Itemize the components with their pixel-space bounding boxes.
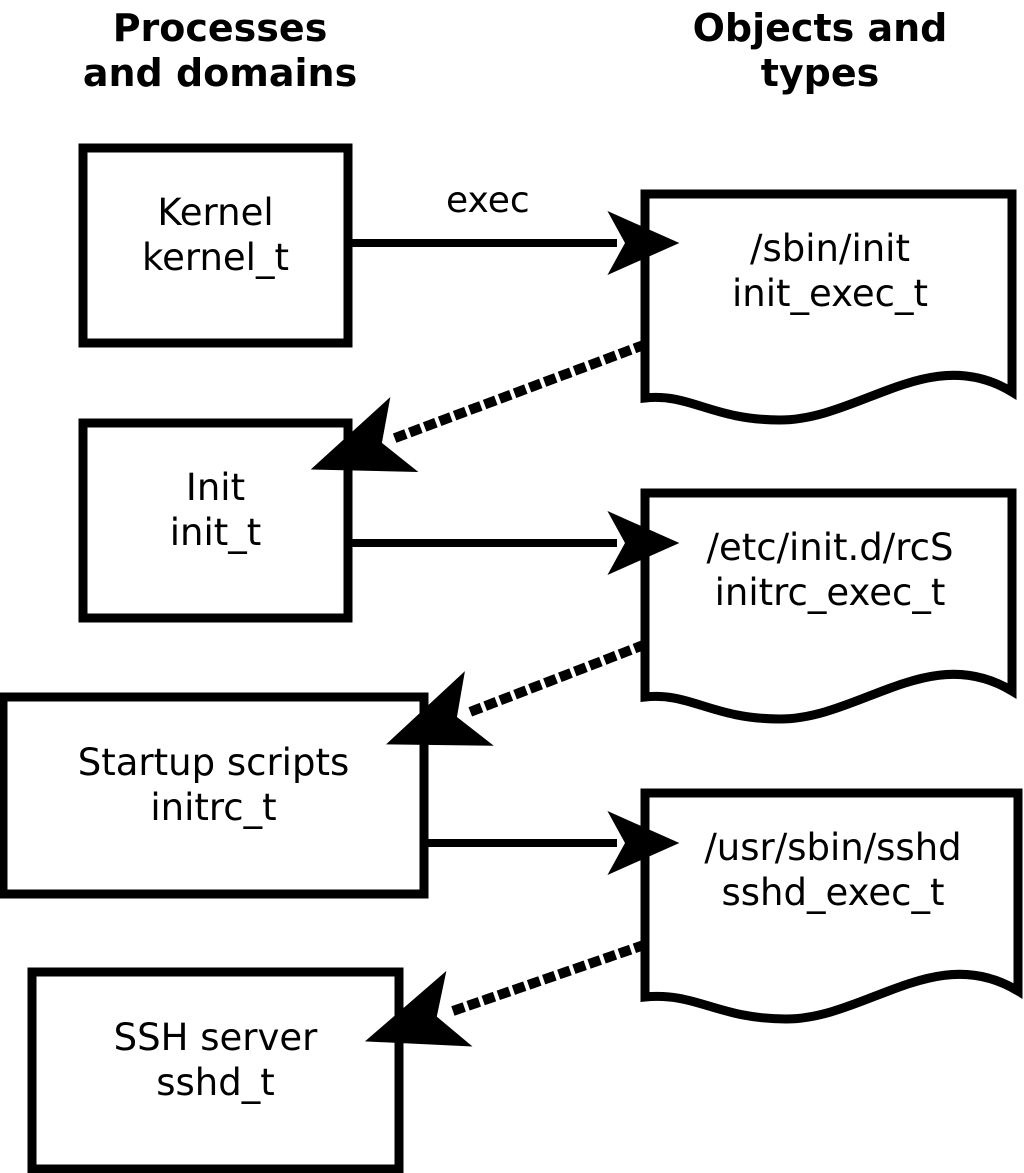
object-doc-sbin-init[interactable] bbox=[640, 189, 1017, 425]
edge-label-exec: exec bbox=[446, 180, 530, 221]
edge-sbin-init-to-init bbox=[310, 339, 648, 472]
process-box-init[interactable] bbox=[78, 418, 353, 623]
object-doc-etc-initd-rcs[interactable] bbox=[640, 488, 1017, 724]
column-header-objects-line2: types bbox=[760, 50, 880, 95]
column-header-processes: Processes and domains bbox=[10, 6, 430, 96]
column-header-objects-line1: Objects and bbox=[692, 6, 948, 50]
edge-rcs-to-initrc bbox=[386, 639, 648, 746]
column-header-objects: Objects and types bbox=[620, 6, 1020, 96]
edge-sshd-exec-to-sshd bbox=[364, 939, 648, 1047]
column-header-processes-line2: and domains bbox=[82, 50, 358, 95]
process-box-kernel[interactable] bbox=[78, 143, 353, 348]
process-box-ssh-server[interactable] bbox=[27, 967, 404, 1173]
process-box-startup-scripts[interactable] bbox=[0, 692, 429, 899]
column-header-processes-line1: Processes bbox=[112, 6, 328, 50]
object-doc-usr-sbin-sshd[interactable] bbox=[640, 788, 1023, 1024]
